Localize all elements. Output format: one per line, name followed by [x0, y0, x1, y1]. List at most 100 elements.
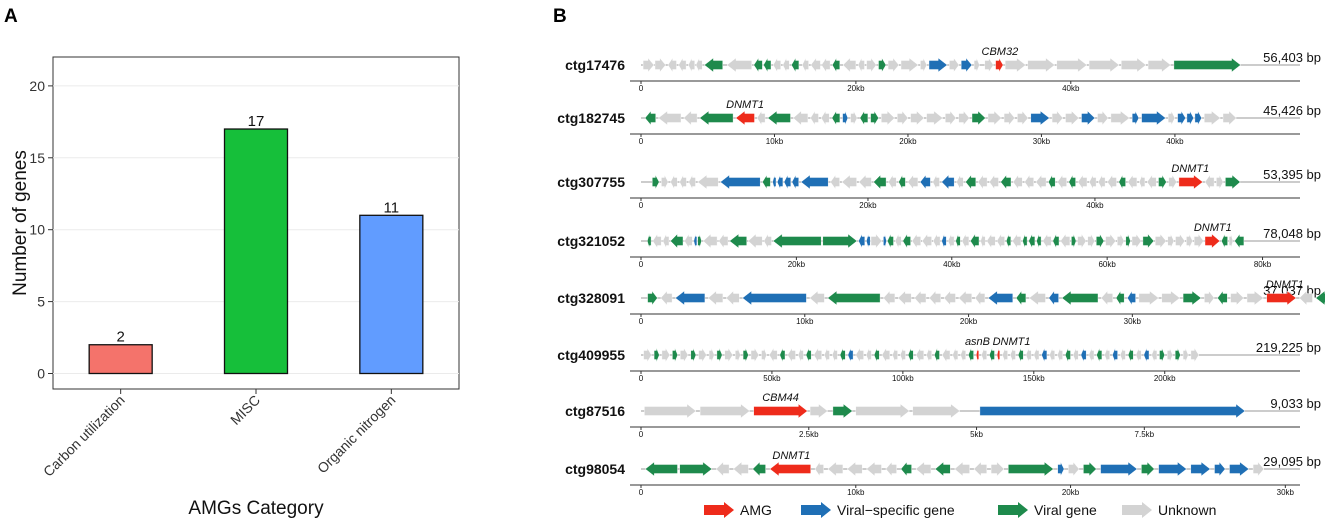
- panel-a-letter: A: [4, 6, 18, 27]
- gene-arrow: [1100, 461, 1138, 477]
- gene-arrow: [1167, 233, 1175, 249]
- gene-arrow: [897, 110, 909, 126]
- gene-arrow: [791, 174, 799, 190]
- gene-arrow: [897, 290, 912, 306]
- gene-arrow: [1167, 110, 1176, 126]
- gene-arrow: [914, 290, 927, 306]
- gene-arrow: [1061, 290, 1099, 306]
- gene-arrow: [858, 174, 872, 190]
- gene-arrow: [883, 233, 887, 249]
- contig-name: ctg17476: [565, 57, 625, 73]
- gene-arrow: [772, 174, 777, 190]
- gene-arrow: [762, 174, 771, 190]
- gene-arrow: [945, 110, 957, 126]
- bar-value-label: 2: [116, 329, 124, 346]
- gene-arrow: [842, 110, 849, 126]
- scale-tick-label: 20kb: [788, 260, 806, 269]
- gene-arrow: [968, 347, 974, 363]
- gene-arrow: [761, 347, 767, 363]
- gene-arrow: [1033, 347, 1040, 363]
- gene-arrow: [989, 347, 995, 363]
- gene-arrow: [680, 347, 689, 363]
- legend-swatch-viral-specific-gene: [801, 502, 831, 518]
- gene-arrow: [1266, 290, 1297, 306]
- gene-arrow: [1193, 233, 1204, 249]
- gene-arrow: [894, 233, 902, 249]
- gene-arrow: [1135, 347, 1142, 363]
- gene-arrow: [1173, 57, 1241, 73]
- bar-carbon-utilization: [88, 344, 153, 375]
- gene-arrow: [1088, 347, 1095, 363]
- gene-arrow: [797, 347, 804, 363]
- gene-arrow: [1057, 461, 1065, 477]
- gene-arrow: [1138, 174, 1146, 190]
- gene-arrow: [1131, 110, 1140, 126]
- gene-arrow: [987, 110, 1002, 126]
- gene-arrow: [1204, 290, 1215, 306]
- gene-arrow: [1051, 110, 1064, 126]
- gene-arrow: [827, 290, 881, 306]
- gene-arrow: [1229, 461, 1250, 477]
- gene-arrow: [1030, 110, 1050, 126]
- gene-arrow: [887, 233, 894, 249]
- gene-arrow: [653, 347, 660, 363]
- gene-arrow: [941, 347, 951, 363]
- gene-arrow: [1194, 110, 1202, 126]
- gene-arrow: [1017, 347, 1024, 363]
- gene-arrow: [1146, 174, 1157, 190]
- gene-arrow: [1048, 290, 1059, 306]
- gene-arrow: [902, 233, 911, 249]
- scale-tick-label: 0: [639, 374, 644, 383]
- gene-arrow: [910, 110, 925, 126]
- gene-arrow: [1036, 233, 1042, 249]
- gene-arrow: [810, 57, 821, 73]
- gene-arrow: [870, 233, 883, 249]
- gene-arrow: [1167, 347, 1173, 363]
- gene-arrow: [1119, 347, 1126, 363]
- gene-arrow: [961, 57, 973, 73]
- scale-tick-label: 30kb: [1124, 317, 1142, 326]
- gene-arrow: [846, 461, 863, 477]
- gene-arrow: [642, 57, 655, 73]
- gene-arrow: [1299, 290, 1313, 306]
- contig-length: 78,048 bp: [1263, 226, 1321, 241]
- scale-tick-label: 0: [639, 488, 644, 497]
- gene-arrow: [809, 403, 828, 419]
- gene-arrow: [742, 347, 749, 363]
- gene-arrow: [690, 347, 697, 363]
- gene-arrow: [787, 347, 796, 363]
- gene-arrow: [1182, 290, 1202, 306]
- gene-arrow: [1214, 461, 1226, 477]
- gene-arrow: [926, 347, 932, 363]
- y-tick-label: 15: [29, 150, 45, 166]
- gene-arrow: [769, 461, 811, 477]
- gene-arrow: [643, 347, 652, 363]
- gene-arrow: [831, 110, 841, 126]
- y-tick-label: 20: [29, 78, 45, 94]
- x-tick-label: MISC: [227, 392, 263, 428]
- scale-tick-label: 0: [639, 430, 644, 439]
- gene-arrow: [955, 233, 961, 249]
- gene-arrow: [1186, 110, 1194, 126]
- gene-arrow: [800, 174, 829, 190]
- gene-arrow: [1127, 290, 1136, 306]
- gene-arrow: [646, 233, 652, 249]
- gene-arrow: [688, 174, 696, 190]
- gene-arrow: [822, 233, 858, 249]
- gene-arrow: [729, 233, 747, 249]
- gene-arrow: [1057, 174, 1067, 190]
- gene-arrow: [855, 347, 864, 363]
- gene-arrow: [973, 57, 980, 73]
- gene-arrow: [1005, 233, 1011, 249]
- gene-annotation-label: DNMT1: [1194, 222, 1232, 234]
- gene-arrow: [756, 110, 766, 126]
- gene-arrow: [767, 110, 791, 126]
- gene-arrow: [866, 233, 871, 249]
- gene-arrow: [1035, 174, 1047, 190]
- scale-tick-label: 0: [639, 260, 644, 269]
- gene-arrow: [1151, 347, 1158, 363]
- gene-arrow: [898, 174, 906, 190]
- scale-tick-label: 60kb: [1098, 260, 1116, 269]
- gene-arrow: [907, 347, 914, 363]
